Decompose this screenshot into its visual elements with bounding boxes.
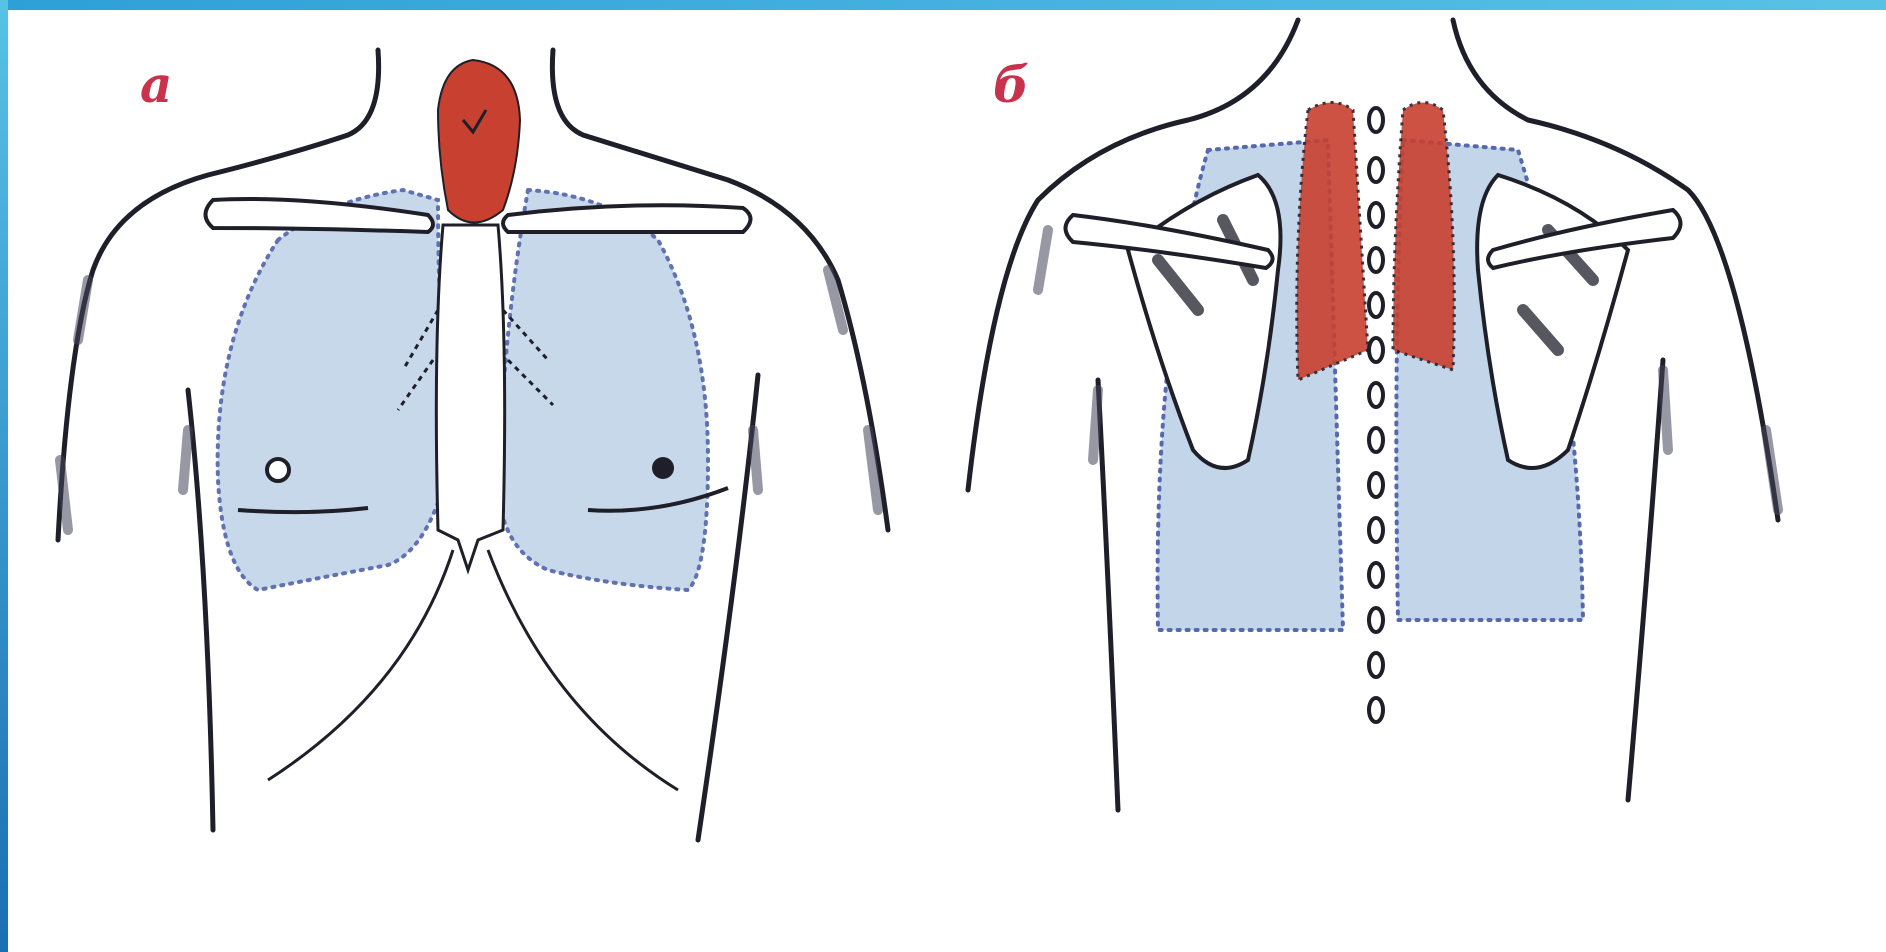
sternum bbox=[436, 225, 504, 570]
top-accent-bar bbox=[0, 0, 1886, 10]
left-nipple bbox=[267, 459, 289, 481]
torso-outline-posterior bbox=[968, 20, 1778, 810]
right-scapula bbox=[1477, 175, 1628, 468]
panel-anterior: а bbox=[58, 50, 888, 840]
highlighted-region-left bbox=[1297, 103, 1368, 381]
right-nipple bbox=[652, 457, 674, 479]
panel-label-b: б bbox=[993, 55, 1029, 114]
costal-arch bbox=[268, 550, 678, 790]
left-accent-bar bbox=[0, 0, 8, 952]
highlighted-region-right bbox=[1393, 103, 1454, 371]
chest-diagram: а б bbox=[8, 10, 1886, 952]
right-lung-field bbox=[498, 190, 708, 590]
panel-posterior: б bbox=[968, 20, 1778, 810]
left-lung-field bbox=[218, 190, 448, 590]
spine bbox=[1369, 108, 1383, 722]
highlighted-apex-anterior bbox=[438, 60, 520, 223]
panel-label-a: а bbox=[140, 55, 172, 114]
